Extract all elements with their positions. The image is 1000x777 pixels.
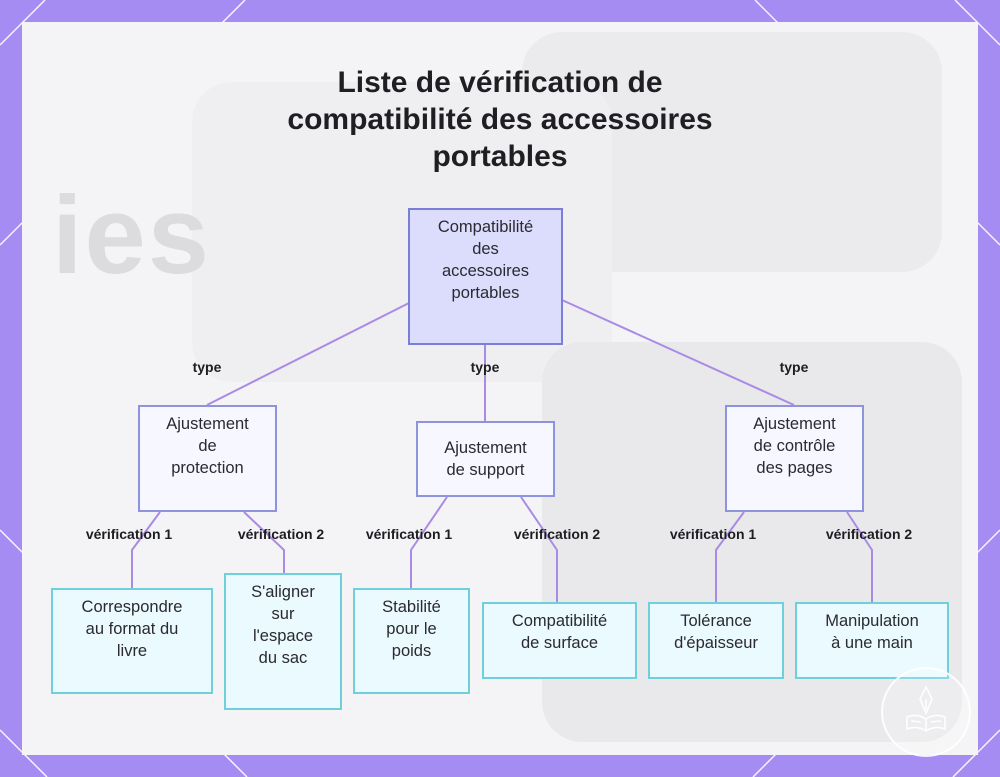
node-text: sur [271,605,295,623]
node-text: Ajustement [166,415,249,433]
node-text: protection [171,459,244,477]
edge-label-type: type [192,359,222,375]
node-text: Compatibilité [437,218,534,236]
node-text: pour le [386,620,437,638]
title-line: portables [432,140,568,173]
node-text: des [472,240,499,258]
node-correspondre-format: Correspondre au format du livre [51,588,213,694]
node-text: Manipulation [825,612,919,630]
node-manipulation-main: Manipulation à une main [795,602,949,679]
node-text: du sac [258,649,308,667]
node-text: Compatibilité [511,612,608,630]
node-text: Tolérance [680,612,752,630]
node-tolerance-epaisseur: Tolérance d'épaisseur [648,602,784,679]
edge-root-pages [561,299,795,406]
node-stabilite-poids: Stabilité pour le poids [353,588,470,694]
edge-label-verification-2: vérification 2 [825,526,913,542]
node-text: au format du [85,620,179,638]
node-text: Ajustement [444,439,527,457]
node-compatibilite-surface: Compatibilité de surface [482,602,637,679]
node-text: portables [451,284,520,302]
node-text: S'aligner [251,583,315,601]
node-ajustement-support: Ajustement de support [416,421,555,497]
node-ajustement-protection: Ajustement de protection [138,405,277,512]
edge-label-type: type [779,359,809,375]
node-text: poids [391,642,432,660]
background-text: ies [52,174,211,297]
edge-pages-epaisseur [715,511,745,602]
node-text: d'épaisseur [674,634,758,652]
node-text: l'espace [252,627,313,645]
node-text: de surface [520,634,599,652]
title-line: compatibilité des accessoires [287,103,713,136]
edge-label-verification-1: vérification 1 [85,526,173,542]
node-text: de support [446,461,525,479]
edge-root-protection [206,302,410,406]
node-text: Ajustement [753,415,836,433]
node-text: accessoires [441,262,530,280]
edge-support-stabilite [410,496,448,588]
node-text: de [198,437,217,455]
book-pen-logo-icon [881,667,971,757]
edge-label-verification-2: vérification 2 [513,526,601,542]
title-line: Liste de vérification de [337,66,663,99]
node-text: à une main [831,634,913,652]
edge-label-type: type [470,359,500,375]
edge-label-verification-1: vérification 1 [365,526,453,542]
edge-protection-sac [243,511,285,573]
logo-glyph [906,685,946,732]
node-text: de contrôle [753,437,836,455]
node-ajustement-pages: Ajustement de contrôle des pages [725,405,864,512]
node-text: livre [116,642,148,660]
edge-support-surface [520,496,558,602]
edge-label-verification-2: vérification 2 [237,526,325,542]
edge-protection-format [131,511,161,588]
node-text: Correspondre [81,598,183,616]
edge-pages-main [846,511,873,602]
node-text: des pages [756,459,833,477]
diagram-title: Liste de vérification de compatibilité d… [250,64,750,175]
node-text: Stabilité [382,598,441,616]
node-root: Compatibilité des accessoires portables [408,208,563,345]
edge-label-verification-1: vérification 1 [669,526,757,542]
node-aligner-sac: S'aligner sur l'espace du sac [224,573,342,710]
